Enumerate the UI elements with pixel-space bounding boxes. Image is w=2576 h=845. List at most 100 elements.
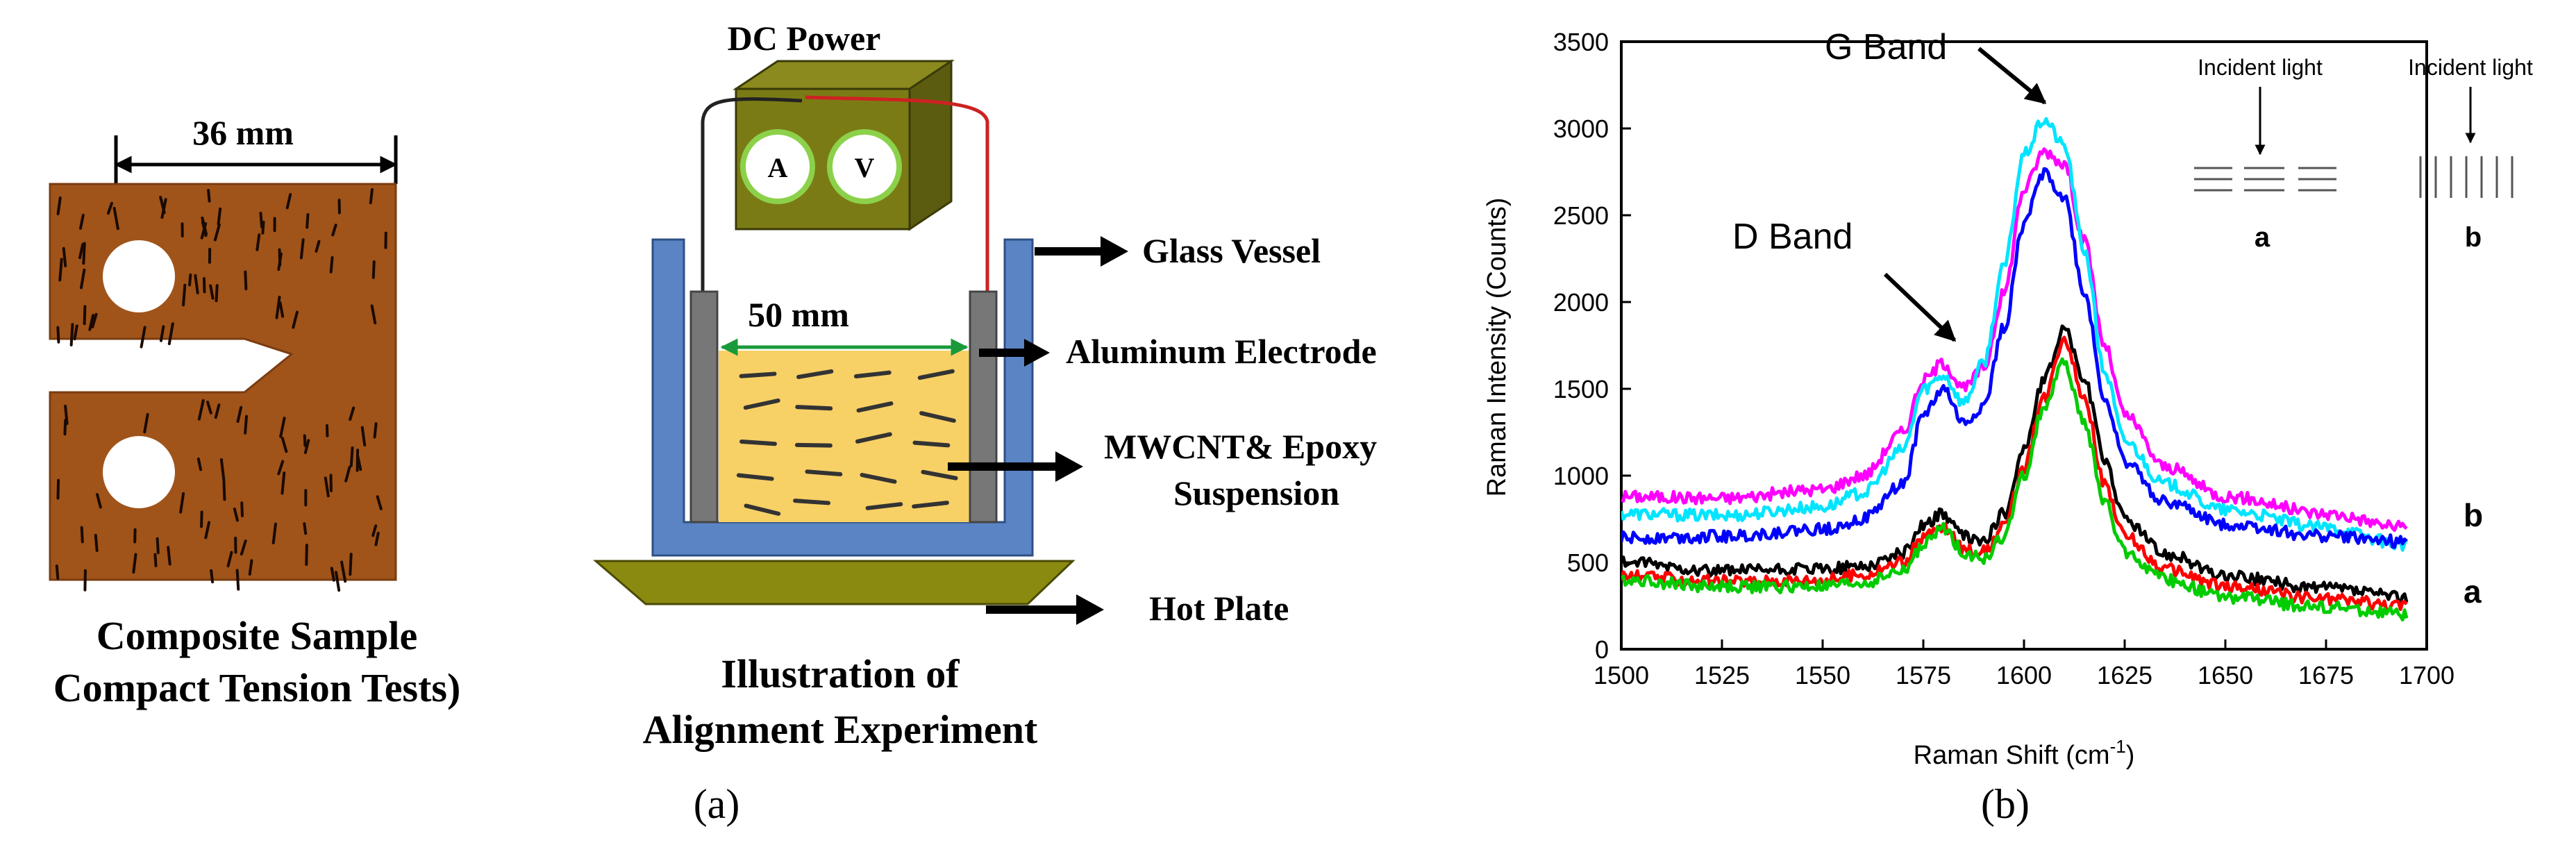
fiber-mark [207, 189, 211, 203]
fiber-mark [201, 220, 208, 237]
load-hole-bottom [103, 436, 175, 508]
fiber-mark [55, 564, 60, 580]
curve-group-b-label: b [2464, 497, 2483, 533]
inset-label-b: b [2465, 222, 2482, 253]
inset-aligned-parallel [2194, 167, 2336, 192]
x-tick-label: 1675 [2298, 661, 2354, 689]
sample-dimension-label: 36 mm [192, 113, 294, 152]
fiber-mark [182, 283, 187, 307]
fiber-mark [214, 403, 221, 419]
voltmeter-dial [827, 129, 902, 204]
y-tick-label: 0 [1595, 635, 1609, 664]
cnt-mark [743, 398, 780, 410]
inset-schematic: Incident light a Incident light b [2194, 55, 2533, 253]
fiber-mark [281, 471, 286, 495]
fiber-mark [213, 223, 221, 242]
hot-plate-label: Hot Plate [1149, 589, 1289, 628]
fiber-mark [236, 405, 243, 424]
fiber-mark [356, 453, 362, 471]
fiber-mark [217, 207, 222, 226]
fiber-mark [244, 270, 248, 291]
raman-series-line [1621, 147, 2408, 533]
x-tick-label: 1525 [1694, 661, 1750, 689]
cnt-mark [853, 370, 892, 379]
raman-series-line [1621, 117, 2409, 552]
specimen-body [49, 183, 397, 581]
fiber-mark [200, 510, 203, 528]
cnt-mark [917, 369, 955, 380]
fiber-mark [275, 295, 281, 319]
fiber-mark [344, 465, 351, 483]
fiber-mark [219, 458, 226, 481]
suspension-label-line2: Suspension [1173, 474, 1339, 512]
fiber-mark [256, 233, 261, 251]
cnt-mark [912, 501, 949, 509]
fiber-mark [140, 326, 147, 349]
panel-a-label: (a) [694, 781, 740, 827]
fiber-mark [279, 417, 286, 438]
fiber-mark [271, 522, 277, 544]
fiber-mark [204, 521, 211, 539]
fiber-mark [202, 277, 206, 294]
fiber-mark [370, 304, 377, 325]
fiber-mark [305, 544, 308, 566]
fiber-mark [299, 238, 305, 260]
fiber-mark [96, 493, 102, 509]
panel-b-label: (b) [1981, 781, 2030, 827]
fiber-mark [82, 242, 86, 265]
fiber-mark [373, 422, 378, 439]
series-group [1621, 117, 2409, 622]
fiber-mark [331, 224, 337, 237]
raman-series-line [1621, 324, 2409, 605]
fiber-mark [349, 446, 354, 467]
inset-aligned-perpendicular [2419, 156, 2514, 198]
glass-vessel [651, 238, 1034, 557]
fiber-mark [303, 439, 310, 454]
wire-red [805, 95, 989, 292]
raman-series-line [1621, 335, 2408, 613]
fiber-mark [244, 415, 248, 435]
fiber-mark [330, 567, 335, 582]
y-tick-label: 1000 [1553, 462, 1609, 490]
setup-caption-line2: Alignment Experiment [643, 707, 1038, 752]
aluminum-electrode-label: Aluminum Electrode [1066, 332, 1377, 371]
x-tick-label: 1550 [1795, 661, 1850, 689]
cnt-mark [793, 499, 830, 505]
alignment-setup: DC Power A V 50 mm [592, 19, 1377, 752]
fiber-mark [360, 426, 367, 447]
suspension-label-line1: MWCNT& Epoxy [1104, 427, 1377, 466]
y-tick-label: 2500 [1553, 201, 1609, 230]
fiber-mark [248, 559, 253, 576]
y-tick-label: 1500 [1553, 375, 1609, 403]
fiber-mark [210, 569, 215, 584]
fiber-mark [106, 201, 113, 215]
aluminum-electrode-right [969, 290, 998, 524]
fiber-mark [285, 193, 292, 210]
x-tick-label: 1600 [1996, 661, 2052, 689]
plot-frame [1620, 40, 2428, 651]
fiber-mark [334, 571, 341, 592]
fiber-mark [167, 322, 174, 346]
cnt-mark [912, 440, 951, 448]
x-tick-label: 1625 [2097, 661, 2152, 689]
cnt-mark [739, 440, 777, 446]
y-tick-label: 2000 [1553, 288, 1609, 317]
fiber-mark [56, 196, 62, 215]
fiber-mark [235, 569, 240, 591]
fiber-mark [80, 526, 84, 544]
fiber-mark [306, 213, 310, 229]
fiber-mark [91, 312, 98, 328]
cnt-mark [794, 442, 833, 448]
cnt-mark [739, 371, 777, 378]
fiber-mark [329, 256, 334, 274]
x-tick-label: 1650 [2198, 661, 2253, 689]
g-band-label: G Band [1825, 27, 1947, 67]
wire-black [701, 97, 803, 292]
fiber-mark [78, 242, 85, 260]
fiber-mark [349, 553, 353, 576]
fiber-mark [159, 325, 165, 342]
y-axis-label: Raman Intensity (Counts) [1482, 198, 1512, 497]
raman-series-line [1621, 357, 2409, 622]
